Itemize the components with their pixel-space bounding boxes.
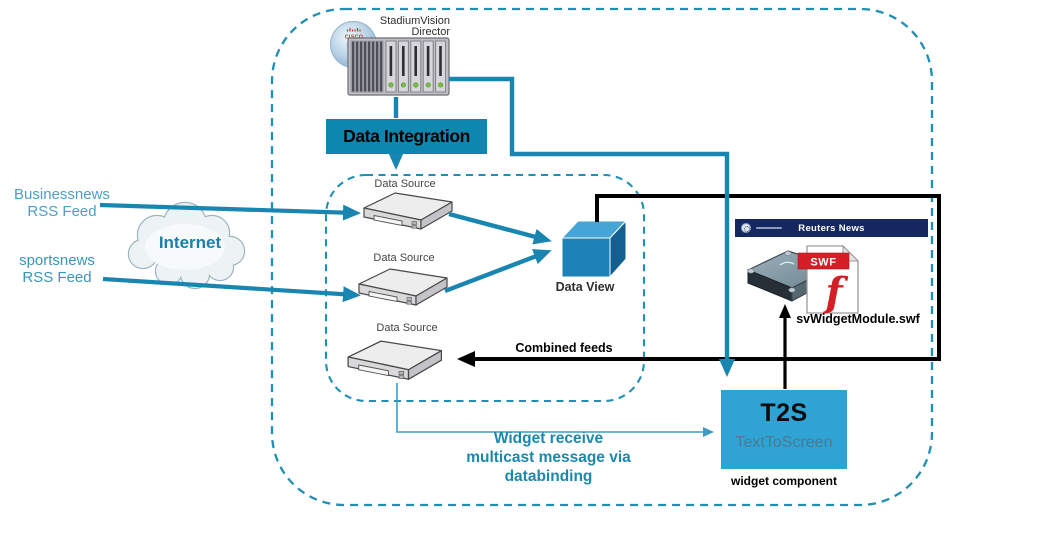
business-feed-arrow xyxy=(99,202,361,221)
source1-to-dataview-arrow xyxy=(448,211,552,245)
reuters-news-title: Reuters News xyxy=(798,222,865,234)
data-source-3-label: Data Source xyxy=(376,322,438,334)
multicast-note-line2: multicast message via xyxy=(466,449,631,466)
outer-dashed-zone xyxy=(270,7,934,507)
swf-filename-label: svWidgetModule.swf xyxy=(796,312,920,326)
business-feed-line2: RSS Feed xyxy=(27,203,97,220)
data-integration-label: Data Integration xyxy=(343,126,470,146)
business-rss-feed-label: Businessnews RSS Feed xyxy=(4,186,120,220)
internet-cloud-label: Internet xyxy=(158,233,222,252)
multicast-note: Widget receive multicast message via dat… xyxy=(446,429,651,486)
t2s-subtitle: TextToScreen xyxy=(735,434,833,451)
data-view-cube-icon xyxy=(560,219,628,279)
multicast-databinding-path xyxy=(396,383,714,437)
stadiumvision-line2: Director xyxy=(411,26,450,38)
reuters-news-bar: Reuters News xyxy=(735,219,928,237)
sports-rss-feed-label: sportsnews RSS Feed xyxy=(4,252,110,286)
t2s-title: T2S xyxy=(760,399,808,427)
inner-dashed-zone xyxy=(324,173,646,403)
stadiumvision-line1: StadiumVision xyxy=(379,15,450,27)
sports-feed-arrow xyxy=(102,276,361,303)
data-source-3-icon xyxy=(347,340,443,380)
thomson-reuters-logo-icon xyxy=(741,223,751,233)
multicast-note-line1: Widget receive xyxy=(493,430,604,447)
data-view-label: Data View xyxy=(555,280,615,294)
cloud-icon xyxy=(127,201,246,290)
t2s-box: T2S TextToScreen xyxy=(721,390,847,469)
combined-feeds-path xyxy=(457,194,941,367)
server-drive-slots xyxy=(385,40,447,93)
widget-component-caption: widget component xyxy=(731,474,837,488)
sports-feed-line1: sportsnews xyxy=(19,252,95,269)
server-to-t2s-path xyxy=(449,76,735,377)
combined-feeds-label: Combined feeds xyxy=(515,341,613,355)
flash-swf-file-icon: SWF f xyxy=(797,244,860,316)
data-source-2-label: Data Source xyxy=(373,252,435,264)
data-source-1-label: Data Source xyxy=(374,178,436,190)
multicast-note-line3: databinding xyxy=(504,468,593,485)
business-feed-line1: Businessnews xyxy=(14,186,110,203)
source2-to-dataview-arrow xyxy=(444,249,552,294)
swf-badge-text: SWF xyxy=(810,257,836,269)
sports-feed-line2: RSS Feed xyxy=(22,269,92,286)
data-source-1-icon xyxy=(363,192,453,230)
cisco-bridge-icon xyxy=(346,28,361,32)
data-integration-box: Data Integration xyxy=(326,119,487,154)
stadiumvision-director-label: StadiumVision Director xyxy=(372,16,450,38)
rack-server-icon xyxy=(347,37,450,96)
reuters-logo-wordmark xyxy=(756,227,782,229)
data-source-2-icon xyxy=(358,268,448,306)
